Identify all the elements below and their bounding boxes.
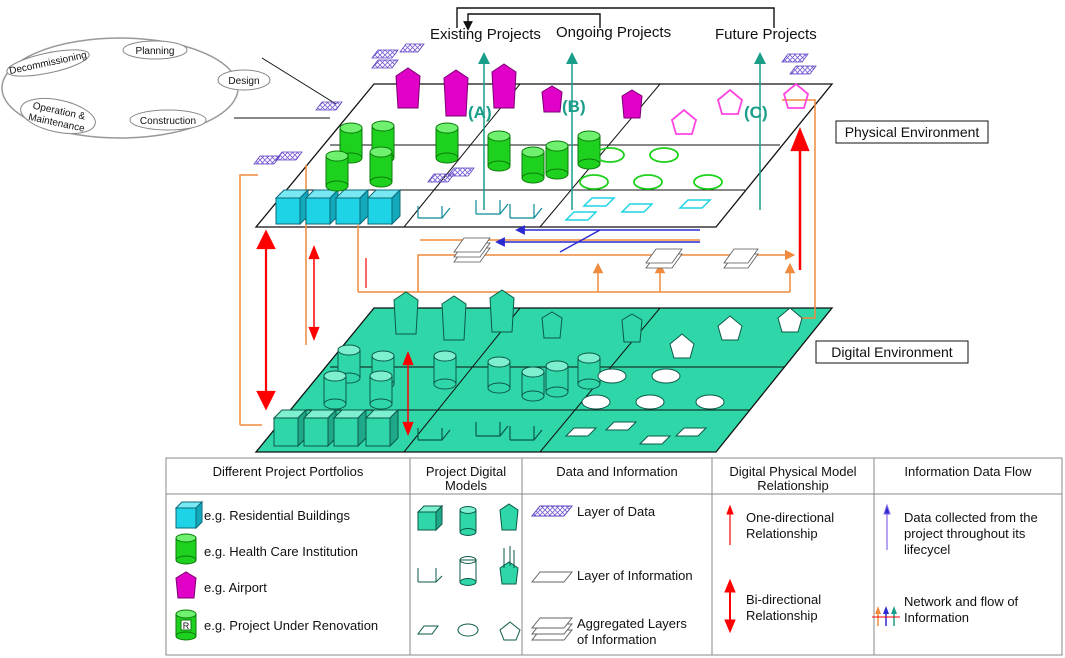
legend-airport-icon: [175, 571, 197, 599]
physical-residential-blocks: [274, 188, 402, 226]
physical-data-layers: [253, 43, 817, 183]
header-models-1: Project Digital: [426, 464, 506, 479]
header-relationship-2: Relationship: [757, 478, 829, 493]
physical-future-health: [579, 147, 723, 190]
lifecycle-cycle: Planning Decommissioning Design Operatio…: [1, 37, 337, 139]
header-models-2: Models: [445, 478, 487, 493]
legend-layer-info-label: Layer of Information: [577, 568, 693, 583]
aggregated-layer-stacks: [453, 237, 759, 269]
digital-airports: [393, 289, 643, 343]
digital-environment-box: Digital Environment: [815, 340, 969, 364]
legend-one-directional-icon: [726, 504, 734, 545]
legend-aggregated-icon: [530, 617, 574, 641]
legend-airport-label: e.g. Airport: [204, 580, 267, 595]
top-connector: [456, 7, 775, 31]
legend-residential-label: e.g. Residential Buildings: [204, 508, 350, 523]
marker-c: (C): [744, 103, 768, 122]
physical-health-cylinders: [325, 120, 601, 192]
legend-renovation-icon: R: [175, 609, 197, 641]
stage-operation: [20, 97, 96, 135]
physical-airports: [395, 63, 643, 119]
digital-ongoing-residential: [417, 422, 543, 441]
legend-health-icon: [175, 533, 197, 565]
label-existing-projects: Existing Projects: [430, 26, 541, 43]
physical-ongoing-residential: [417, 200, 543, 219]
legend-network-icon: [872, 606, 900, 626]
legend-layer-data-icon: [530, 505, 574, 517]
label-future-projects: Future Projects: [715, 26, 817, 43]
legend-data-collected-3: lifecycel: [904, 542, 950, 557]
legend-one-directional-2: Relationship: [746, 526, 818, 541]
stage-construction-label: Construction: [140, 116, 196, 127]
legend-data-collected-2: project throughout its: [904, 526, 1026, 541]
stage-construction: [129, 109, 207, 131]
legend-digital-models: [416, 503, 521, 641]
legend-health-label: e.g. Health Care Institution: [204, 544, 358, 559]
legend-network-2: Information: [904, 610, 969, 625]
legend-aggregated-label-2: of Information: [577, 632, 657, 647]
label-ongoing-projects: Ongoing Projects: [556, 24, 671, 41]
stage-planning-label: Planning: [136, 46, 175, 57]
physical-future-airports: [670, 82, 810, 135]
digital-cylinders: [323, 344, 601, 410]
stage-design: [217, 69, 271, 91]
digital-environment-label: Digital Environment: [831, 344, 952, 360]
digital-residential-blocks: [272, 408, 400, 448]
stage-design-label: Design: [228, 76, 259, 87]
header-relationship-1: Digital Physical Model: [729, 464, 856, 479]
marker-b: (B): [562, 97, 586, 116]
legend-bi-directional-icon: [724, 578, 736, 634]
legend-residential-icon: [174, 500, 204, 530]
legend-data-collected-1: Data collected from the: [904, 510, 1038, 525]
physical-environment-label: Physical Environment: [845, 124, 980, 140]
physical-environment-box: Physical Environment: [835, 120, 989, 144]
stage-decommissioning: [6, 49, 90, 77]
legend-table: Different Project Portfolios Project Dig…: [165, 457, 1063, 656]
header-portfolios: Different Project Portfolios: [213, 464, 364, 479]
legend-layer-data-label: Layer of Data: [577, 504, 656, 519]
stage-planning: [122, 40, 188, 60]
legend-data-collected-icon: [883, 503, 891, 550]
legend-layer-info-icon: [530, 571, 574, 583]
legend-renovation-label: e.g. Project Under Renovation: [204, 618, 378, 633]
header-data-info: Data and Information: [556, 464, 677, 479]
legend-network-1: Network and flow of: [904, 594, 1019, 609]
physical-future-residential: [564, 197, 712, 221]
legend-one-directional-1: One-directional: [746, 510, 834, 525]
marker-a: (A): [468, 103, 492, 122]
legend-renovation-mark: R: [183, 621, 190, 631]
blue-data-flow: [495, 225, 700, 253]
legend-bi-directional-1: Bi-directional: [746, 592, 821, 607]
relationship-arrows: [256, 127, 810, 436]
digital-future-shapes: [564, 307, 803, 445]
legend-aggregated-label-1: Aggregated Layers: [577, 616, 687, 631]
legend-bi-directional-2: Relationship: [746, 608, 818, 623]
header-flow: Information Data Flow: [904, 464, 1032, 479]
teal-data-arrows: [478, 52, 766, 210]
